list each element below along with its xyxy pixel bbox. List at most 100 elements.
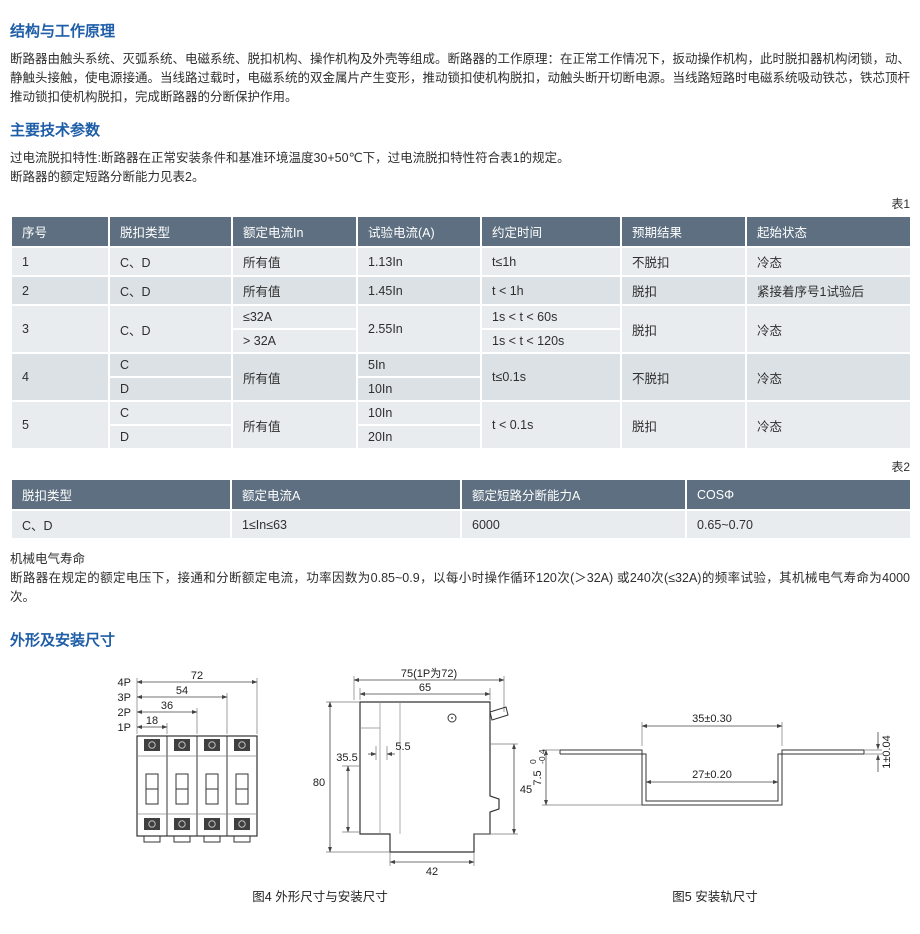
column-header: 预期结果 <box>620 215 747 248</box>
breaker-module <box>173 739 191 843</box>
table-row: 1 C、D 所有值 1.13In t≤1h 不脱扣 冷态 <box>10 246 912 277</box>
figure4-side-view-drawing: 75(1P为72) 65 5.5 35.5 80 <box>313 667 532 878</box>
pole-label: 4P <box>118 677 131 689</box>
dim-label: 1±0.04 <box>881 735 893 769</box>
table-row: > 32A 1s < t < 120s <box>11 328 911 354</box>
t1-cell: 不脱扣 <box>620 352 747 402</box>
t1-cell: C、D <box>108 275 233 306</box>
t2-cell: 0.65~0.70 <box>685 509 912 540</box>
dim-label: 80 <box>313 777 325 789</box>
trip-characteristics-table: 序号 脱扣类型 额定电流In 试验电流(A) 约定时间 预期结果 起始状态 1 … <box>10 215 912 450</box>
dim-label: 45 <box>520 784 532 796</box>
t1-cell: 冷态 <box>745 352 912 402</box>
svg-text:0: 0 <box>528 759 538 764</box>
column-header: 序号 <box>10 215 110 248</box>
column-header: 额定短路分断能力A <box>460 478 687 511</box>
table2-header-row: 脱扣类型 额定电流A 额定短路分断能力A COSΦ <box>10 478 912 511</box>
t1-cell: 5In <box>356 352 482 378</box>
t1-cell: > 32A <box>231 328 358 354</box>
figures-row: 72 54 36 18 4P 3P 2P 1P <box>10 666 910 914</box>
t1-cell: 5 <box>10 400 110 450</box>
t1-cell: 脱扣 <box>620 304 747 354</box>
t1-cell: C、D <box>108 304 233 354</box>
t1-cell: C <box>108 400 233 426</box>
figure4-front-view-drawing: 72 54 36 18 4P 3P 2P 1P <box>118 670 258 843</box>
t1-cell: 1 <box>10 246 110 277</box>
breaker-module <box>233 739 251 843</box>
pole-label: 1P <box>118 722 131 734</box>
t1-cell: C、D <box>108 246 233 277</box>
dim-label: 35±0.30 <box>692 713 732 725</box>
params-line1: 过电流脱扣特性:断路器在正常安装条件和基准环境温度30+50℃下，过电流脱扣特性… <box>10 151 570 165</box>
t2-cell: 1≤In≤63 <box>230 509 462 540</box>
table-row: 3 C、D ≤32A 2.55In 1s < t < 60s 脱扣 冷态 <box>10 304 912 354</box>
t1-cell: D <box>108 424 233 450</box>
t1-cell: 紧接着序号1试验后 <box>745 275 912 306</box>
dim-label: 54 <box>176 685 188 697</box>
figure4-caption: 图4 外形尺寸与安装尺寸 <box>252 890 388 904</box>
column-header: 脱扣类型 <box>108 215 233 248</box>
figure5-caption: 图5 安装轨尺寸 <box>672 890 758 904</box>
t1-cell: 所有值 <box>231 275 358 306</box>
column-header: 额定电流In <box>231 215 358 248</box>
t1-cell: 10In <box>356 376 482 402</box>
table-row: D 10In <box>11 376 911 402</box>
t1-cell: t≤1h <box>480 246 622 277</box>
t1-cell: 20In <box>356 424 482 450</box>
table1-header-row: 序号 脱扣类型 额定电流In 试验电流(A) 约定时间 预期结果 起始状态 <box>10 215 912 248</box>
t1-cell: 不脱扣 <box>620 246 747 277</box>
table-row: C、D 1≤In≤63 6000 0.65~0.70 <box>10 509 912 540</box>
breaker-module <box>203 739 221 843</box>
t1-cell: 冷态 <box>745 400 912 450</box>
svg-text:-0.4: -0.4 <box>537 749 547 764</box>
t1-cell: t≤0.1s <box>480 352 622 402</box>
column-header: 试验电流(A) <box>356 215 482 248</box>
column-header: 额定电流A <box>230 478 462 511</box>
table-row: 2 C、D 所有值 1.45In t < 1h 脱扣 紧接着序号1试验后 <box>10 275 912 306</box>
svg-text:7.5: 7.5 <box>532 770 544 785</box>
t1-cell: 3 <box>10 304 110 354</box>
mech-life-title: 机械电气寿命 <box>10 552 86 566</box>
table-row: D 20In <box>11 424 911 450</box>
section-title-dimensions: 外形及安装尺寸 <box>10 632 116 649</box>
t1-cell: 所有值 <box>231 246 358 277</box>
column-header: 起始状态 <box>745 215 912 248</box>
depth-dim-label: 7.5 0 -0.4 <box>528 749 547 786</box>
t1-cell: 脱扣 <box>620 400 747 450</box>
t1-cell: C <box>108 352 233 378</box>
table-row: 5 C 所有值 10In t < 0.1s 脱扣 冷态 <box>10 400 912 450</box>
t1-cell: ≤32A <box>231 304 358 330</box>
t1-cell: 1.13In <box>356 246 482 277</box>
dim-label: 72 <box>191 670 203 682</box>
dim-label: 42 <box>426 866 438 878</box>
column-header: 脱扣类型 <box>10 478 232 511</box>
column-header: 约定时间 <box>480 215 622 248</box>
t1-cell: 2 <box>10 275 110 306</box>
t1-cell: 1s < t < 120s <box>480 328 622 354</box>
t1-cell: 脱扣 <box>620 275 747 306</box>
table-row: 4 C 所有值 5In t≤0.1s 不脱扣 冷态 <box>10 352 912 402</box>
t1-cell: 冷态 <box>745 246 912 277</box>
table1-label: 表1 <box>891 197 910 211</box>
dim-label: 65 <box>419 682 431 694</box>
t1-cell: 4 <box>10 352 110 402</box>
t1-cell: t < 0.1s <box>480 400 622 450</box>
mech-life-paragraph: 断路器在规定的额定电压下，接通和分断额定电流，功率因数为0.85~0.9，以每小… <box>10 571 910 604</box>
t1-cell: 10In <box>356 400 482 426</box>
dim-label: 75(1P为72) <box>401 667 457 680</box>
dim-label: 5.5 <box>395 741 410 753</box>
table2-label: 表2 <box>891 460 910 474</box>
t1-cell: 所有值 <box>231 400 358 450</box>
t2-cell: C、D <box>10 509 232 540</box>
t1-cell: 2.55In <box>356 304 482 354</box>
pole-label: 3P <box>118 692 131 704</box>
figure5-din-rail-drawing: 35±0.30 27±0.20 1±0.04 7.5 0 -0.4 <box>528 713 893 806</box>
dim-label: 36 <box>161 700 173 712</box>
dim-label: 27±0.20 <box>692 769 732 781</box>
t1-cell: t < 1h <box>480 275 622 306</box>
section-title-params: 主要技术参数 <box>10 122 101 139</box>
t1-cell: 所有值 <box>231 352 358 402</box>
t1-cell: 冷态 <box>745 304 912 354</box>
breaker-module <box>143 739 161 843</box>
